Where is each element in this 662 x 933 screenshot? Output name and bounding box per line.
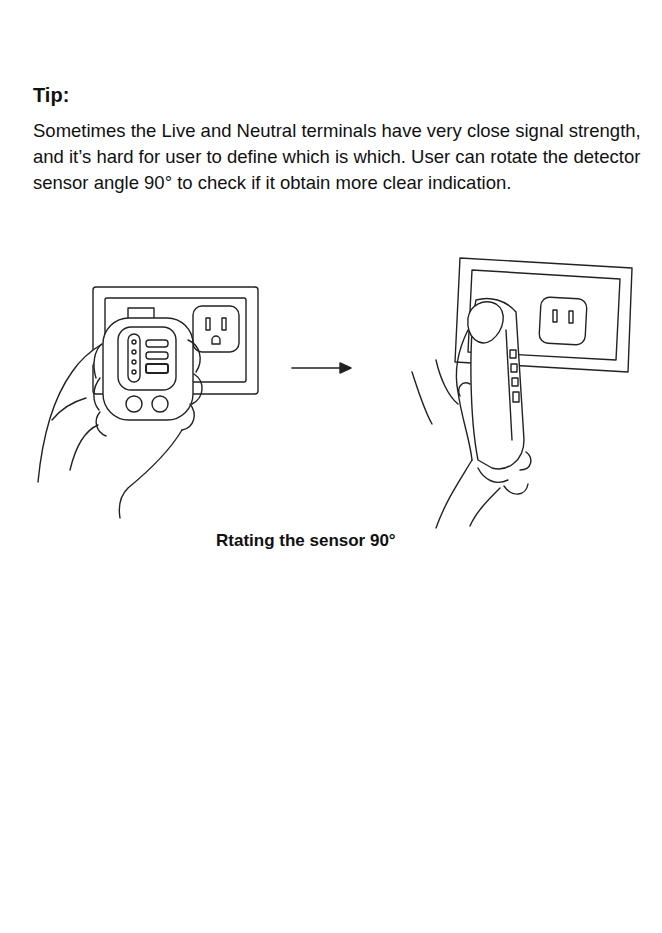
tip-note: Sometimes the Live and Neutral terminals… bbox=[33, 118, 645, 196]
figure-caption: Rtating the sensor 90° bbox=[216, 531, 396, 551]
tip-heading: Tip: bbox=[33, 84, 69, 107]
